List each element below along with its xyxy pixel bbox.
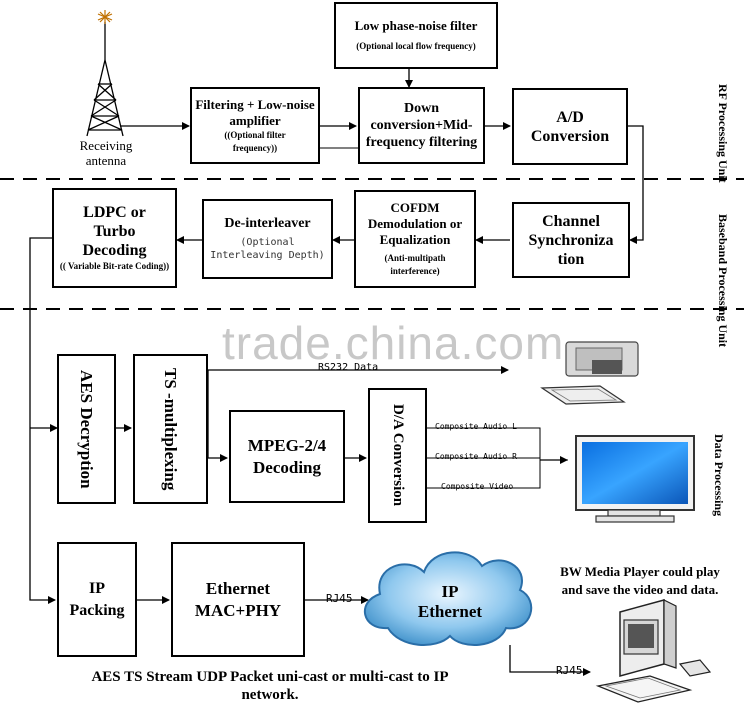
block-title: MPEG-2/4 Decoding	[247, 435, 327, 477]
block-title: LDPC or Turbo Decoding	[82, 204, 147, 259]
block-title: TS -multiplexing	[161, 367, 180, 491]
block-title: Ethernet MAC+PHY	[194, 578, 282, 620]
cloud-icon	[363, 551, 533, 647]
block-title: A/D Conversion	[530, 108, 610, 145]
ip-packing-block: IP Packing	[57, 542, 137, 657]
block-title: IP Packing	[69, 579, 125, 619]
channel-synchronization-block: Channel Synchroniza tion	[512, 202, 630, 278]
block-subtitle: ((Optional filter frequency))	[224, 129, 286, 153]
baseband-unit-label: Baseband Processing Unit	[716, 214, 730, 348]
cloud-label: IP Ethernet	[417, 582, 483, 621]
mpeg-decoding-block: MPEG-2/4 Decoding	[229, 410, 345, 503]
workstation-icon	[595, 599, 712, 703]
rf-unit-label: RF Processing Unit	[716, 84, 730, 183]
block-title: Filtering + Low-noise amplifier	[195, 96, 315, 128]
cofdm-demodulation-block: COFDM Demodulation or Equalization (Anti…	[354, 190, 476, 288]
rj45-label-2: RJ45	[556, 664, 583, 677]
ldpc-turbo-decoding-block: LDPC or Turbo Decoding (( Variable Bit-r…	[52, 188, 177, 288]
antenna-label: Receiving antenna	[79, 138, 133, 168]
rs232-label: RS232 Data	[318, 362, 379, 373]
video-label: Composite Video	[441, 482, 514, 491]
block-title: De-interleaver	[224, 216, 311, 231]
filtering-lna-block: Filtering + Low-noise amplifier ((Option…	[190, 87, 320, 164]
de-interleaver-block: De-interleaver (Optional Interleaving De…	[202, 199, 333, 279]
block-title: AES Decryption	[77, 369, 96, 489]
bottom-caption: AES TS Stream UDP Packet uni-cast or mul…	[91, 669, 449, 703]
data-processing-label: Data Processing	[712, 433, 726, 517]
down-conversion-block: Down conversion+Mid-frequency filtering	[358, 87, 485, 164]
rj45-label-1: RJ45	[326, 592, 353, 605]
block-subtitle: (Anti-multipath interference)	[384, 253, 446, 276]
block-title: Channel Synchroniza tion	[528, 212, 614, 268]
block-subtitle: (( Variable Bit-rate Coding))	[59, 261, 170, 271]
block-title: COFDM Demodulation or Equalization	[367, 200, 463, 247]
low-phase-noise-filter-block: Low phase-noise filter (Optional local f…	[334, 2, 498, 69]
watermark-text: trade.china.com	[222, 317, 565, 369]
ethernet-mac-phy-block: Ethernet MAC+PHY	[171, 542, 305, 657]
block-title: Down conversion+Mid-frequency filtering	[365, 101, 478, 150]
desktop-computer-icon	[540, 341, 639, 405]
monitor-icon	[575, 435, 695, 523]
audio-l-label: Composite Audio L	[435, 422, 517, 431]
media-player-note: BW Media Player could play and save the …	[560, 564, 720, 597]
block-title: D/A Conversion	[390, 404, 406, 507]
block-title: Low phase-noise filter	[354, 18, 478, 33]
aes-decryption-block: AES Decryption	[57, 354, 116, 504]
block-subtitle: (Optional local flow frequency)	[356, 41, 476, 51]
da-conversion-block: D/A Conversion	[368, 388, 427, 523]
ad-conversion-block: A/D Conversion	[512, 88, 628, 165]
block-subtitle: (Optional Interleaving Depth)	[210, 237, 325, 261]
antenna-icon	[86, 10, 124, 137]
ts-multiplexing-block: TS -multiplexing	[133, 354, 208, 504]
audio-r-label: Composite Audio R	[435, 452, 517, 461]
